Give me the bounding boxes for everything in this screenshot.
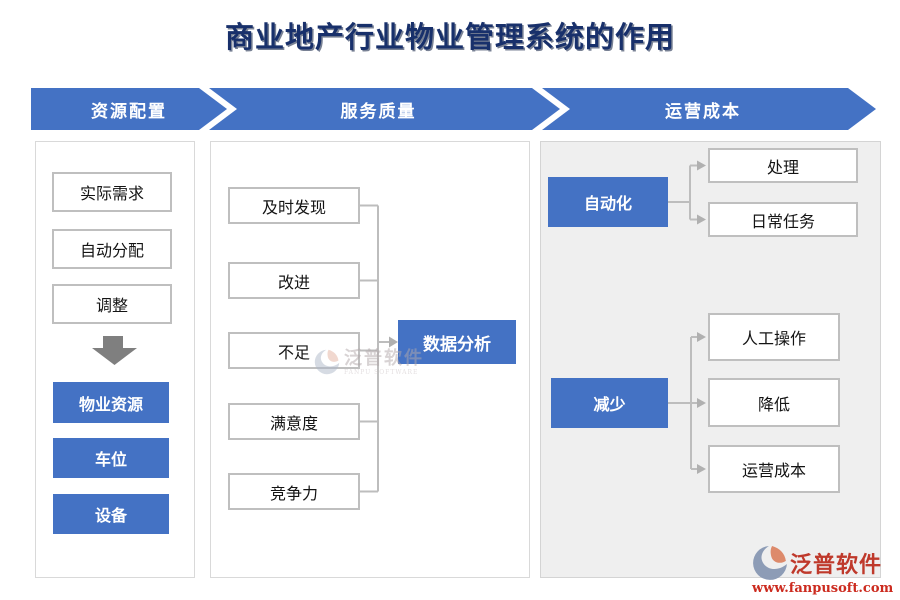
node-adjust: 调整 [52,284,172,324]
node-timely-discovery: 及时发现 [228,187,360,224]
header-label-cost: 运营成本 [665,101,741,122]
node-manual-operation: 人工操作 [708,313,840,361]
node-property-resources: 物业资源 [53,382,169,423]
header-label-service: 服务质量 [340,101,417,122]
watermark-center: 泛普软件 FANPU SOFTWARE [314,349,424,376]
watermark-center-brand: 泛普软件 [344,348,424,369]
node-actual-demand: 实际需求 [52,172,172,212]
node-lower: 降低 [708,378,840,427]
node-reduce: 减少 [551,378,668,428]
page-title: 商业地产行业物业管理系统的作用 [224,20,675,54]
node-automation: 自动化 [548,177,668,227]
header-label-resource: 资源配置 [91,101,167,122]
watermark-bottom-right: 泛普软件 www.fanpusoft.com [752,545,894,596]
watermark-brand: 泛普软件 [790,552,883,578]
node-parking: 车位 [53,438,169,478]
watermark-center-sub: FANPU SOFTWARE [344,369,419,376]
node-improvement: 改进 [228,262,360,299]
node-equipment: 设备 [53,494,169,534]
fanpu-logo-icon [314,349,340,375]
node-competitiveness: 竞争力 [228,473,360,510]
node-daily-tasks: 日常任务 [708,202,858,237]
header-segment-resource: 资源配置 [31,88,227,130]
header-segment-service: 服务质量 [209,88,560,130]
node-auto-allocate: 自动分配 [52,229,172,269]
node-data-analysis: 数据分析 [398,320,516,364]
node-satisfaction: 满意度 [228,403,360,440]
header-segment-cost: 运营成本 [542,88,876,130]
node-processing: 处理 [708,148,858,183]
node-insufficiency: 不足 [228,332,360,369]
watermark-url: www.fanpusoft.com [752,581,894,596]
node-operating-cost: 运营成本 [708,445,840,493]
fanpu-logo-icon [753,546,787,580]
